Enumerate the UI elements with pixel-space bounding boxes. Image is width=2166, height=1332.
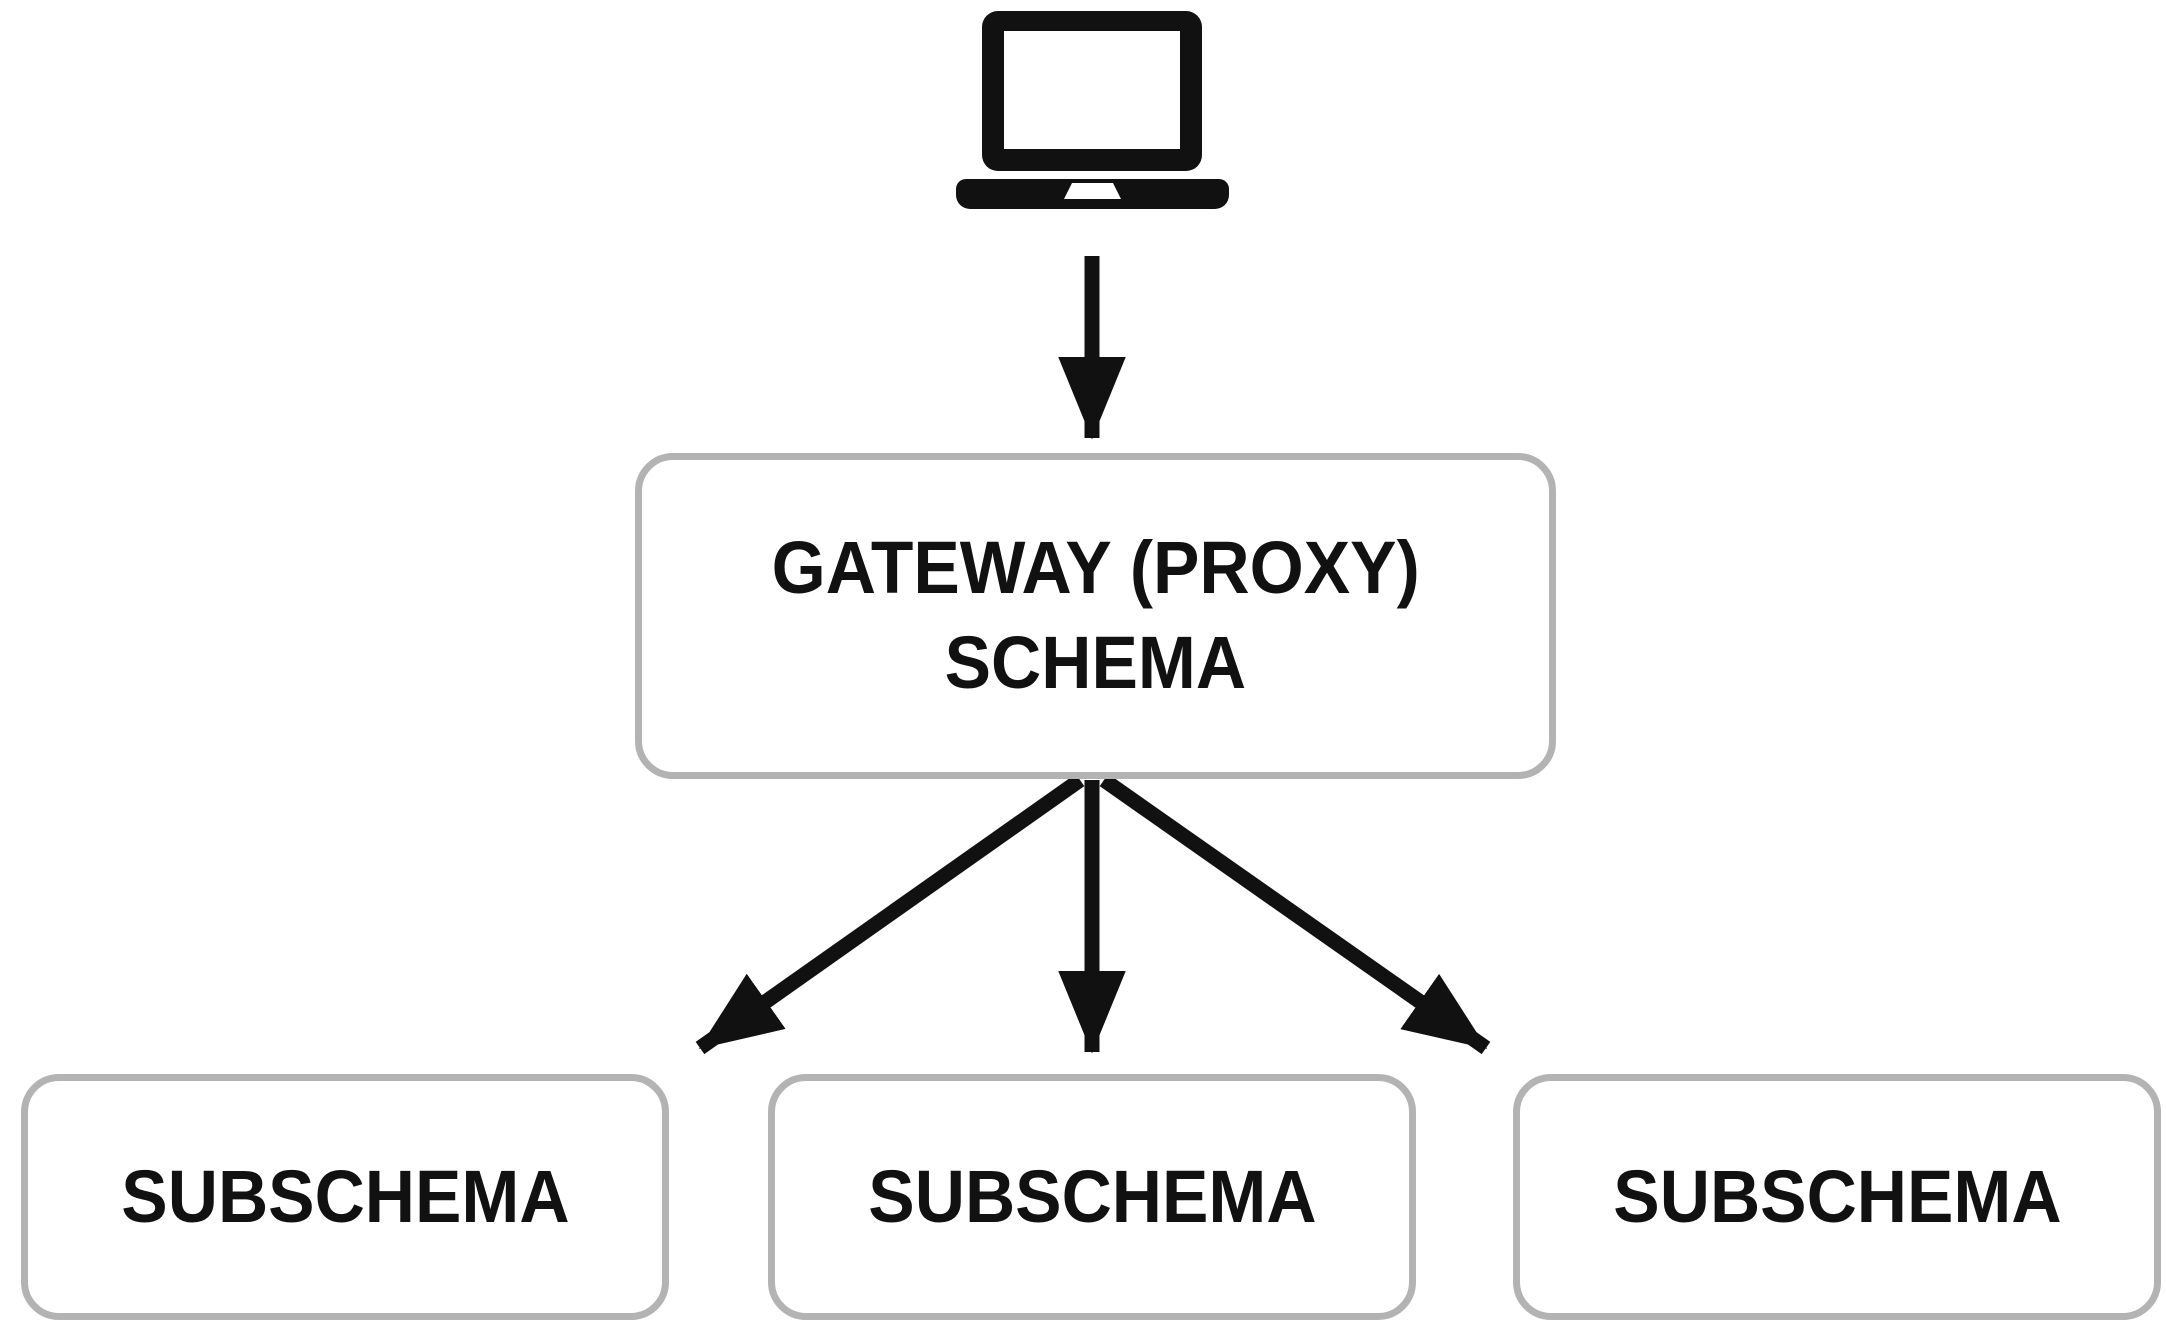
subschema-label: SUBSCHEMA — [867, 1154, 1317, 1238]
subschema-node-2: SUBSCHEMA — [768, 1074, 1416, 1320]
laptop-icon — [956, 11, 1229, 209]
arrow-gateway-to-subschema-3 — [1099, 773, 1491, 1055]
gateway-label-line2: SCHEMA — [944, 621, 1247, 704]
subschema-node-3: SUBSCHEMA — [1513, 1074, 2161, 1320]
gateway-schema-node: GATEWAY (PROXY) SCHEMA — [635, 453, 1556, 779]
arrow-gateway-to-subschema-1 — [695, 773, 1085, 1055]
subschema-label: SUBSCHEMA — [1612, 1154, 2062, 1238]
subschema-label: SUBSCHEMA — [120, 1154, 570, 1238]
subschema-node-1: SUBSCHEMA — [21, 1074, 669, 1320]
gateway-label-line1: GATEWAY (PROXY) — [771, 526, 1420, 610]
